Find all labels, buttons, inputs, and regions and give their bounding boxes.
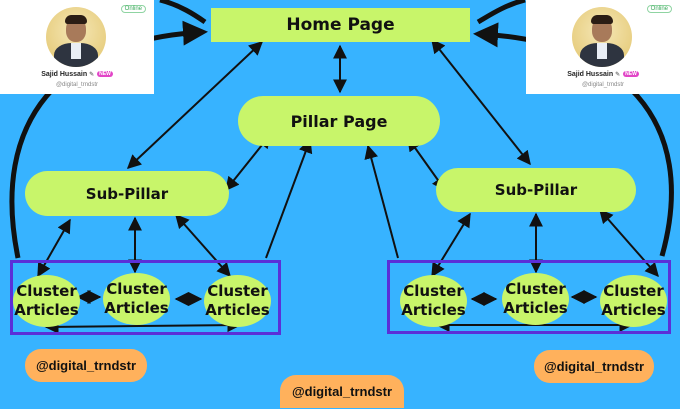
profile-card-right[interactable]: Online Sajid Hussain✎NEW @digital_trndst… [526,0,680,94]
profile-name: Sajid Hussain✎NEW [41,71,113,78]
curve-top-right-stub [476,0,526,25]
pencil-icon: ✎ [89,72,95,78]
arrow-cluster-right-to-pillar [364,144,399,259]
profile-handle: @digital_trndstr [581,82,625,88]
pillar-page-node: Pillar Page [238,96,440,146]
watermark-tag-left: @digital_trndstr [25,349,147,382]
profile-name: Sajid Hussain✎NEW [567,71,639,78]
new-badge: NEW [97,71,113,78]
arrow-cluster-left-to-pillar [265,138,313,259]
pencil-icon: ✎ [615,72,621,78]
online-status-badge: Online [120,5,146,13]
sub-pillar-right-node: Sub-Pillar [436,168,636,212]
avatar [572,7,632,67]
home-page-node: Home Page [211,8,470,42]
sub-pillar-left-node: Sub-Pillar [25,171,229,216]
cluster-group-right [387,260,671,334]
new-badge: NEW [623,71,639,78]
watermark-tag-right: @digital_trndstr [534,350,654,383]
curve-top-left-stub [159,0,207,25]
avatar [46,7,106,67]
arrow-home-subpillar-right [431,38,531,166]
cluster-group-left [10,260,281,335]
profile-card-left[interactable]: Online Sajid Hussain✎NEW @digital_trndst… [0,0,154,94]
watermark-tag-center: @digital_trndstr [280,375,404,408]
online-status-badge: Online [646,5,672,13]
profile-handle: @digital_trndstr [55,82,99,88]
